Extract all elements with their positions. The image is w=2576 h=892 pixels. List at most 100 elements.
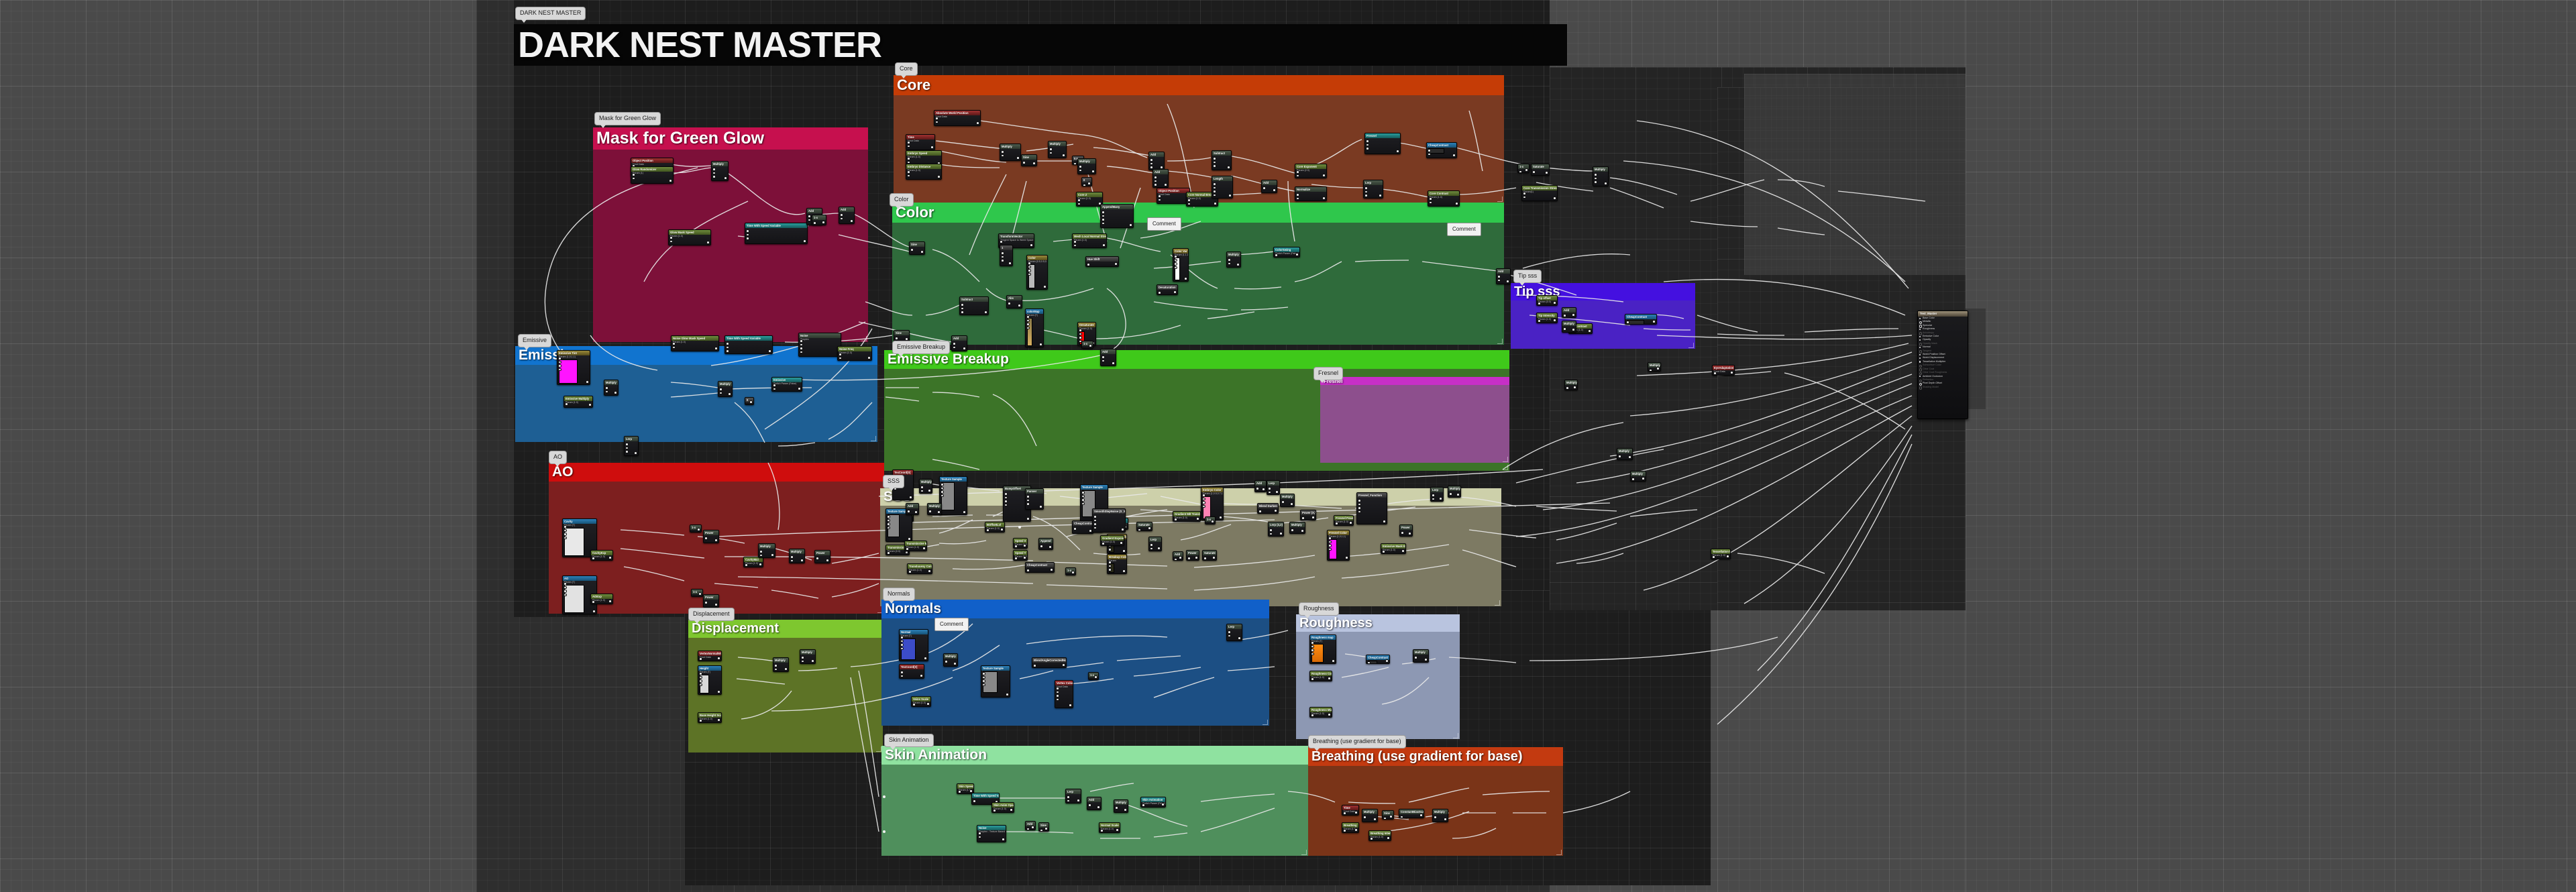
node-input-pin[interactable] bbox=[790, 555, 794, 559]
node-output-pin[interactable] bbox=[1196, 517, 1199, 520]
node-input-pin[interactable] bbox=[1228, 258, 1231, 262]
graph-node-core-22[interactable]: Fresnel bbox=[1364, 133, 1401, 154]
node-output-pin[interactable] bbox=[1354, 811, 1358, 814]
node-input-pin[interactable] bbox=[1263, 186, 1266, 190]
node-input-pin[interactable] bbox=[564, 582, 567, 586]
node-input-pin[interactable] bbox=[1366, 140, 1369, 143]
node-input-pin[interactable] bbox=[632, 176, 635, 180]
material-output-pin-16[interactable]: Ambient Occlusion bbox=[1918, 375, 1968, 378]
node-input-pin[interactable] bbox=[1056, 694, 1059, 698]
graph-node-sss-11[interactable]: Gradient Mlt TranslucencyParam (1.0) bbox=[1173, 511, 1201, 522]
node-input-pin[interactable] bbox=[958, 790, 961, 793]
node-output-pin[interactable] bbox=[1010, 808, 1013, 812]
node-input-pin[interactable] bbox=[1538, 319, 1541, 323]
node-input-pin[interactable] bbox=[1049, 151, 1053, 155]
node-output-pin[interactable] bbox=[926, 702, 930, 706]
node-output-pin[interactable] bbox=[1195, 556, 1198, 559]
graph-node-sss-6[interactable]: CheapContrast bbox=[1025, 562, 1055, 573]
node-input-pin[interactable] bbox=[1269, 532, 1273, 536]
graph-node-mask-7[interactable]: Sine bbox=[909, 241, 925, 255]
graph-node-mask-6[interactable]: Add bbox=[839, 207, 855, 224]
node-input-pin[interactable] bbox=[1202, 504, 1205, 508]
graph-node-ao-11[interactable]: Power bbox=[814, 550, 830, 563]
node-input-pin[interactable] bbox=[1256, 487, 1259, 490]
material-output-pin-4[interactable]: Anisotropy bbox=[1918, 331, 1968, 335]
node-input-pin[interactable] bbox=[1497, 275, 1501, 278]
node-input-pin[interactable] bbox=[564, 590, 567, 593]
node-output-pin[interactable] bbox=[1573, 386, 1576, 389]
graph-node-normals-3[interactable]: Multiply bbox=[943, 653, 958, 667]
node-input-pin[interactable] bbox=[912, 703, 916, 706]
node-input-pin[interactable] bbox=[1400, 816, 1403, 818]
graph-node-core-24[interactable]: CheapContrast bbox=[1426, 142, 1457, 158]
node-input-pin[interactable] bbox=[773, 384, 776, 387]
comment-box-color[interactable]: Color bbox=[892, 203, 1504, 345]
node-input-pin[interactable] bbox=[1363, 816, 1366, 819]
node-output-pin[interactable] bbox=[1043, 285, 1046, 288]
node-input-pin[interactable] bbox=[1154, 179, 1157, 183]
node-input-pin[interactable] bbox=[1073, 527, 1077, 531]
node-output-pin[interactable] bbox=[867, 356, 871, 359]
node-output-pin[interactable] bbox=[1071, 571, 1075, 574]
node-input-pin[interactable] bbox=[564, 533, 567, 536]
graph-node-ebreakup-15[interactable]: Breakup Color 2Param bbox=[1107, 554, 1127, 574]
node-input-pin[interactable] bbox=[1202, 501, 1205, 504]
graph-node-skinanim-7[interactable]: Add bbox=[1087, 797, 1102, 810]
material-output-pin-14[interactable]: Clear Coat bbox=[1918, 368, 1968, 372]
graph-node-ao-9[interactable]: Multiply bbox=[758, 543, 775, 558]
node-output-pin[interactable] bbox=[586, 380, 589, 384]
graph-node-ebreakup-16[interactable]: Lerp bbox=[1148, 537, 1162, 551]
node-output-pin[interactable] bbox=[1026, 517, 1030, 520]
node-output-pin[interactable] bbox=[1030, 243, 1033, 247]
node-output-pin[interactable] bbox=[1129, 223, 1132, 227]
graph-node-ebreakup-9[interactable]: Append bbox=[1038, 538, 1053, 550]
graph-node-core-21[interactable]: Lerp bbox=[1363, 180, 1383, 199]
node-output-pin[interactable] bbox=[1525, 168, 1528, 172]
node-output-pin[interactable] bbox=[1227, 166, 1230, 169]
node-output-pin[interactable] bbox=[1322, 174, 1326, 177]
node-input-pin[interactable] bbox=[632, 173, 635, 176]
node-input-pin[interactable] bbox=[564, 528, 567, 533]
graph-node-normals-7[interactable]: 1-x bbox=[1088, 672, 1099, 680]
node-input-pin[interactable] bbox=[961, 306, 964, 311]
node-input-pin[interactable] bbox=[1563, 327, 1566, 331]
node-output-pin[interactable] bbox=[1730, 371, 1733, 374]
node-output-pin[interactable] bbox=[1236, 263, 1240, 266]
node-output-pin[interactable] bbox=[984, 311, 987, 314]
graph-node-ebreakup-19[interactable]: Lerp bbox=[1267, 480, 1280, 495]
node-output-pin[interactable] bbox=[1228, 194, 1232, 197]
material-output-pin-3[interactable]: Roughness bbox=[1918, 327, 1968, 331]
node-output-pin[interactable] bbox=[1572, 328, 1575, 331]
node-input-pin[interactable] bbox=[564, 593, 567, 597]
node-input-pin[interactable] bbox=[1328, 537, 1332, 540]
node-output-pin[interactable] bbox=[1274, 509, 1277, 512]
node-output-pin[interactable] bbox=[749, 400, 753, 404]
node-input-pin[interactable] bbox=[800, 350, 803, 354]
graph-node-ao-5[interactable]: 1-x bbox=[690, 524, 702, 533]
node-output-pin[interactable] bbox=[1322, 197, 1326, 200]
graph-node-sss-15[interactable]: Blend Darken bbox=[1257, 503, 1279, 514]
bubble-breathing[interactable]: Breathing (use gradient for base) bbox=[1308, 735, 1406, 751]
node-input-pin[interactable] bbox=[625, 450, 629, 453]
node-input-pin[interactable] bbox=[1366, 147, 1369, 150]
node-output-pin[interactable] bbox=[1050, 568, 1053, 571]
node-input-pin[interactable] bbox=[1108, 564, 1112, 568]
node-output-pin[interactable] bbox=[811, 659, 814, 663]
node-output-pin[interactable] bbox=[920, 674, 923, 677]
node-output-pin[interactable] bbox=[588, 403, 592, 406]
node-input-pin[interactable] bbox=[1311, 652, 1314, 656]
node-input-pin[interactable] bbox=[986, 528, 989, 532]
node-output-pin[interactable] bbox=[768, 349, 771, 353]
node-input-pin[interactable] bbox=[1713, 372, 1717, 375]
node-input-pin[interactable] bbox=[746, 404, 749, 405]
node-input-pin[interactable] bbox=[1154, 176, 1157, 179]
